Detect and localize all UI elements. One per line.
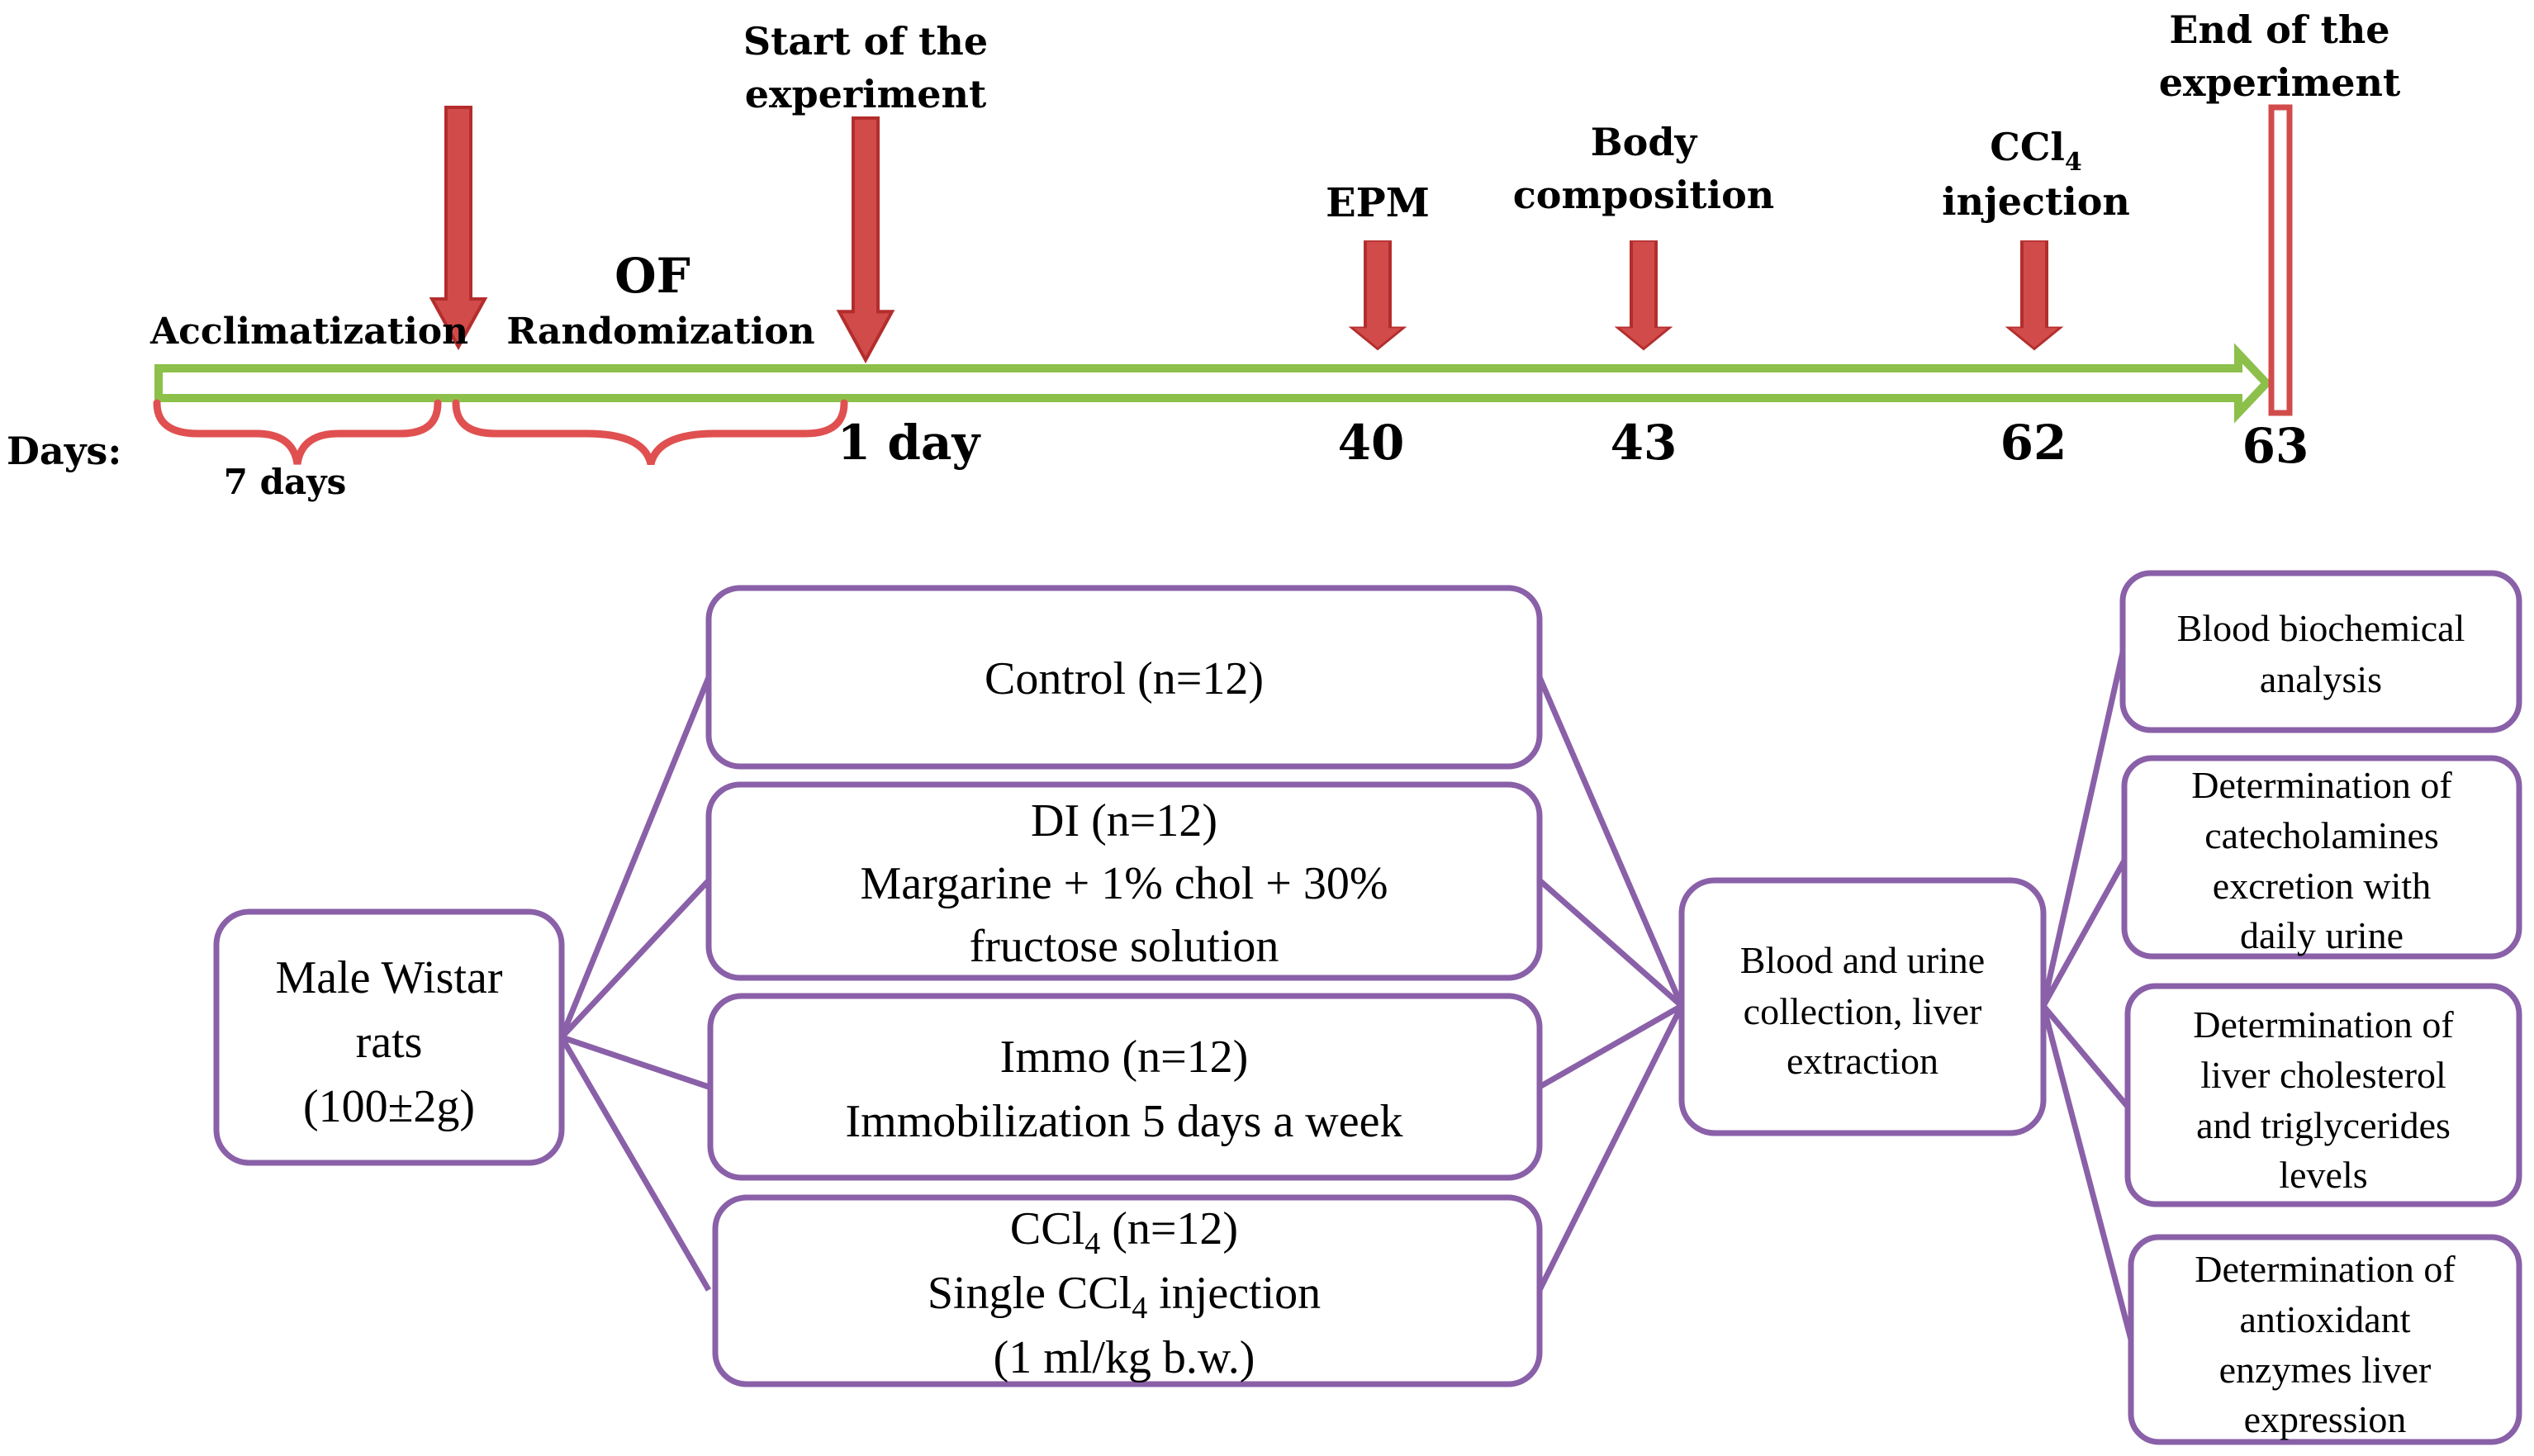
collection-line3: extraction (1787, 1040, 1938, 1082)
epm-label: EPM (1326, 180, 1430, 226)
control-line1: Control (n=12) (985, 653, 1264, 704)
antiox-line4: expression (2244, 1398, 2407, 1440)
epm-arrow (1350, 240, 1406, 351)
start-label-line1: Start of the (743, 19, 988, 64)
start-arrow (839, 118, 892, 360)
ccl4-day: 62 (2000, 415, 2067, 471)
catechol-line4: daily urine (2240, 914, 2404, 956)
flowchart: Male Wistar rats (100±2g) Control (n=12)… (213, 570, 2522, 1445)
connectors (558, 652, 2134, 1340)
antiox-line2: antioxidant (2240, 1298, 2411, 1340)
lipids-line3: and triglycerides (2196, 1104, 2451, 1146)
ccl4-label-line1: CCl4 (1990, 125, 2082, 177)
immo-line1: Immo (n=12) (1000, 1032, 1249, 1083)
timeline-arrow (154, 343, 2272, 424)
biochem-line2: analysis (2260, 658, 2382, 700)
antiox-box (2128, 1234, 2522, 1445)
body-day: 43 (1611, 415, 1677, 471)
biochem-line1: Blood biochemical (2177, 607, 2465, 649)
lipids-line2: liver cholesterol (2200, 1054, 2446, 1096)
start-label-line2: experiment (745, 72, 987, 116)
end-label-line2: experiment (2159, 60, 2401, 105)
ccl4-group-line1: CCl4 (n=12) (1010, 1203, 1238, 1261)
source-line3: (100±2g) (303, 1081, 475, 1132)
source-box (213, 908, 565, 1166)
control-group-box (705, 585, 1543, 770)
ccl4-label-line2: injection (1942, 179, 2130, 224)
acclimatization-label: Acclimatization (149, 311, 468, 353)
randomization-label: Randomization (506, 311, 814, 353)
lipids-line4: levels (2279, 1154, 2367, 1196)
source-line1: Male Wistar (275, 952, 502, 1003)
end-label-line1: End of the (2169, 7, 2389, 52)
ccl4-group-line3: (1 ml/kg b.w.) (994, 1332, 1255, 1383)
epm-day: 40 (1338, 415, 1405, 471)
ccl4-group-line2: Single CCl4 injection (928, 1268, 1321, 1326)
start-day: 1 day (838, 415, 982, 471)
collection-line1: Blood and urine (1740, 939, 1985, 981)
collection-box (1678, 877, 2047, 1136)
source-line2: rats (356, 1017, 423, 1068)
acclimatization-bracket (153, 399, 442, 465)
end-day: 63 (2242, 418, 2309, 474)
of-label: OF (615, 248, 690, 304)
biochem-box (2119, 570, 2522, 733)
catechol-box (2121, 755, 2522, 960)
collection-line2: collection, liver (1744, 990, 1982, 1032)
di-group-box (705, 781, 1543, 981)
body-label-line2: composition (1513, 173, 1774, 217)
antiox-line3: enzymes liver (2219, 1349, 2432, 1391)
antiox-line1: Determination of (2195, 1248, 2456, 1290)
catechol-line3: excretion with (2213, 865, 2431, 907)
di-line3: fructose solution (970, 921, 1279, 972)
days-label: Days: (7, 429, 121, 473)
lipids-line1: Determination of (2193, 1003, 2454, 1046)
lipids-box (2124, 983, 2522, 1207)
catechol-line2: catecholamines (2204, 814, 2439, 856)
di-line2: Margarine + 1% chol + 30% (860, 858, 1388, 909)
timeline: Days: Acclimatization 7 days OF Randomiz… (7, 7, 2401, 502)
catechol-line1: Determination of (2191, 764, 2452, 806)
randomization-bracket (452, 399, 848, 466)
body-composition-arrow (1616, 240, 1672, 351)
immo-line2: Immobilization 5 days a week (846, 1096, 1403, 1147)
body-label-line1: Body (1591, 120, 1698, 164)
end-marker (2268, 104, 2293, 416)
acclimatization-duration: 7 days (224, 462, 346, 502)
ccl4-injection-arrow (2006, 240, 2062, 351)
di-line1: DI (n=12) (1031, 795, 1217, 847)
immo-group-box (707, 993, 1543, 1181)
ccl4-group-box (712, 1194, 1543, 1387)
